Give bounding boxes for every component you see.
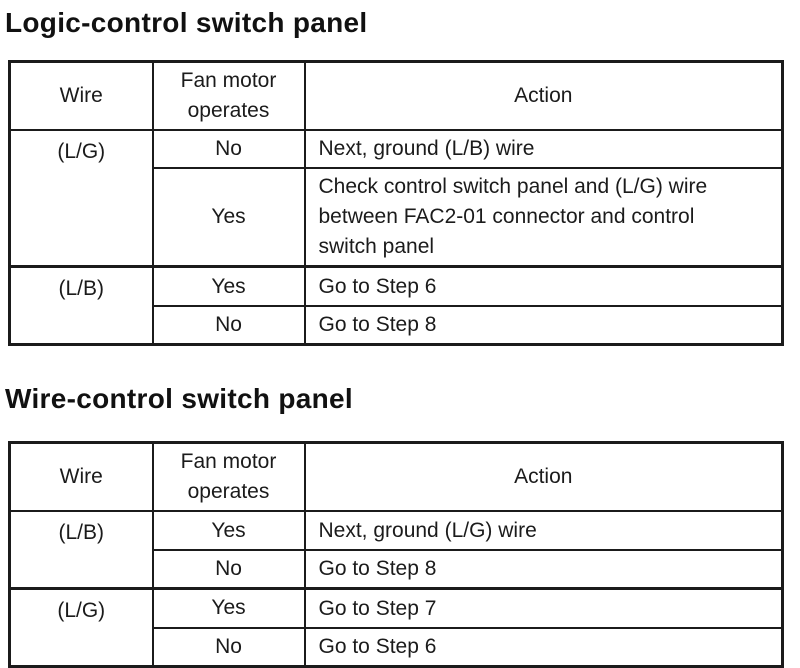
operates-cell: Yes — [151, 510, 306, 551]
column-header-action: Action — [303, 441, 784, 513]
action-cell: Go to Step 6 — [303, 626, 784, 668]
operates-cell: No — [151, 548, 306, 590]
action-text: Go to Step 6 — [318, 635, 437, 659]
table-row: No Go to Step 8 — [10, 304, 784, 346]
column-header-wire-label: Wire — [59, 84, 103, 107]
action-cell: Go to Step 6 — [303, 265, 784, 307]
column-header-wire-label: Wire — [59, 465, 103, 489]
operates-cell: Yes — [151, 265, 306, 307]
action-text: Go to Step 6 — [318, 274, 437, 298]
section-heading-wire-control: Wire-control switch panel — [5, 383, 353, 415]
table-row: No Go to Step 8 — [10, 548, 784, 590]
section-heading-logic-control: Logic-control switch panel — [5, 7, 368, 38]
column-header-wire: Wire — [8, 60, 154, 131]
table-header-row: Wire Fan motor operates Action — [8, 60, 784, 131]
table-row: No Go to Step 6 — [10, 626, 784, 668]
action-text: Next, ground (L/G) wire — [318, 518, 537, 542]
logic-control-table: Wire Fan motor operates Action (L/G) No … — [8, 60, 784, 347]
operates-cell: Yes — [151, 587, 306, 629]
column-header-operates-label: Fan motor operates — [180, 450, 277, 504]
column-header-action-label: Action — [514, 84, 573, 107]
table-row: (L/B) Yes Next, ground (L/G) wire — [8, 510, 784, 590]
column-header-wire: Wire — [8, 441, 154, 513]
action-text: Go to Step 8 — [318, 313, 437, 337]
operates-cell: No — [151, 626, 306, 668]
action-cell: Go to Step 7 — [303, 587, 784, 629]
table-row: (L/B) Yes Go to Step 6 — [8, 265, 784, 346]
wire-control-table: Wire Fan motor operates Action (L/B) Yes… — [8, 441, 784, 668]
action-text: Next, ground (L/B) wire — [318, 137, 535, 161]
action-text: Check control switch panel and (L/G) wir… — [318, 175, 708, 259]
operates-cell: No — [151, 128, 306, 170]
wire-cell: (L/G) — [8, 129, 154, 268]
action-cell: Go to Step 8 — [303, 304, 784, 346]
column-header-action-label: Action — [514, 465, 573, 489]
wire-cell: (L/B) — [8, 510, 154, 590]
table-header-row: Wire Fan motor operates Action — [8, 441, 784, 513]
wire-cell: (L/B) — [8, 265, 154, 346]
column-header-operates: Fan motor operates — [151, 441, 306, 513]
table-row: (L/G) Yes Go to Step 7 — [8, 587, 784, 668]
wire-cell: (L/G) — [8, 587, 154, 668]
column-header-operates-label: Fan motor operates — [180, 69, 277, 122]
action-text: Go to Step 7 — [318, 596, 437, 620]
operates-cell: Yes — [151, 167, 306, 268]
column-header-action: Action — [303, 60, 784, 131]
operates-cell: No — [151, 304, 306, 346]
column-header-operates: Fan motor operates — [151, 60, 306, 131]
action-cell: Next, ground (L/B) wire — [303, 128, 784, 170]
action-cell: Next, ground (L/G) wire — [303, 510, 784, 551]
table-row: (L/G) No Next, ground (L/B) wire — [8, 128, 784, 268]
table-row: Yes Check control switch panel and (L/G)… — [10, 167, 784, 268]
action-cell: Check control switch panel and (L/G) wir… — [303, 167, 784, 268]
action-cell: Go to Step 8 — [303, 548, 784, 590]
action-text: Go to Step 8 — [318, 557, 437, 581]
